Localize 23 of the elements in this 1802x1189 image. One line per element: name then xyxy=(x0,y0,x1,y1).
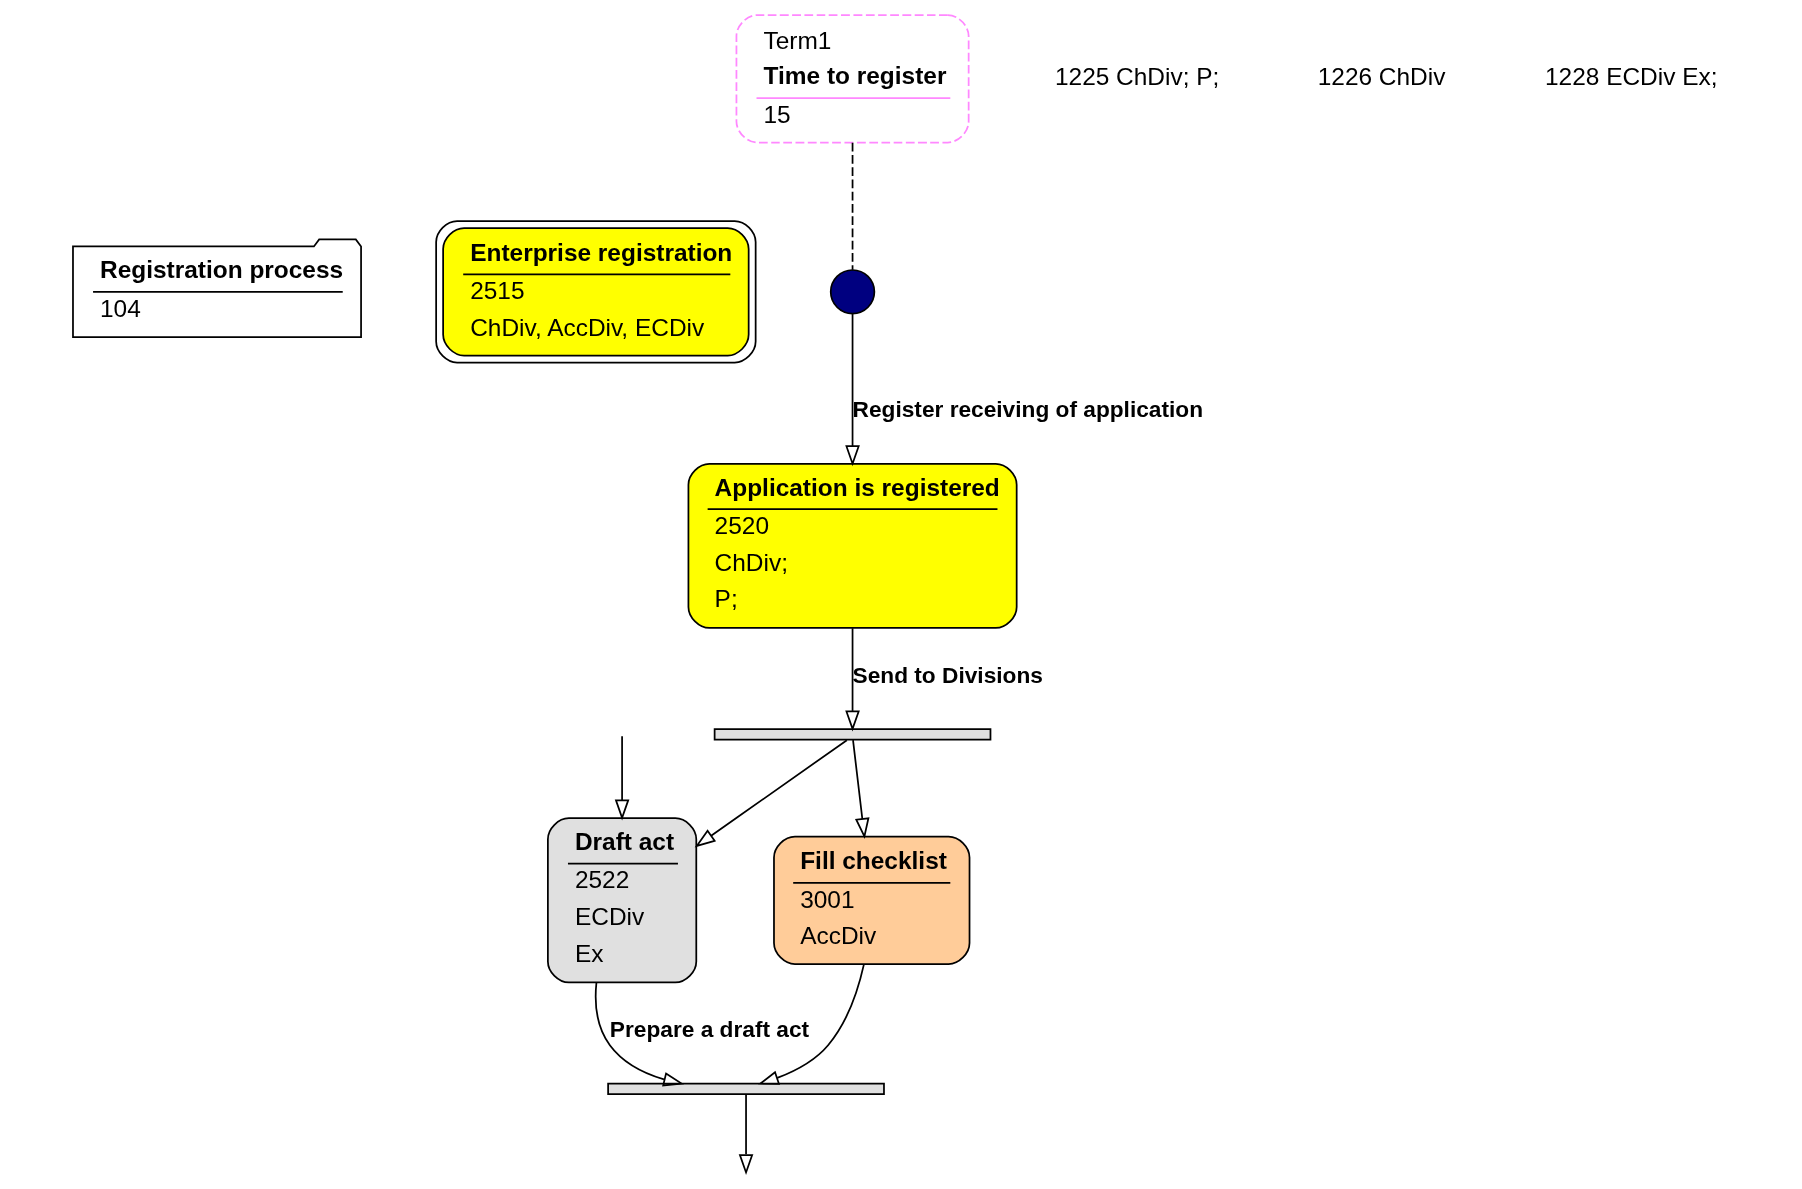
node-box: Enterprise registration 2515 ChDiv, AccDiv, ECDiv xyxy=(435,220,757,364)
arrow xyxy=(694,739,848,848)
arrow xyxy=(845,313,860,467)
connector xyxy=(851,142,854,271)
node-circle xyxy=(829,269,876,315)
node-box: Application is registered 2520 ChDiv; P; xyxy=(687,462,1018,629)
node-box: Fill checklist 3001 AccDiv xyxy=(773,835,971,965)
node-bar xyxy=(713,728,992,741)
edge-label: Send to Divisions xyxy=(852,661,1043,688)
edge-label: Prepare a draft act xyxy=(609,1016,810,1043)
node-box: Draft act 2522 ECDiv Ex xyxy=(547,817,698,984)
label: 1228 ECDiv Ex; xyxy=(1544,63,1718,91)
label: 1225 ChDiv; P; xyxy=(1054,63,1220,91)
node-box: Term1 Time to register 15 xyxy=(735,14,970,144)
arrow xyxy=(852,739,870,839)
arrow xyxy=(614,735,630,821)
label: 1226 ChDiv xyxy=(1317,63,1446,91)
node-bar xyxy=(607,1082,885,1095)
arrow xyxy=(738,1093,754,1176)
arrow xyxy=(845,627,860,732)
arrow xyxy=(594,981,685,1087)
arrow xyxy=(757,963,865,1085)
edge-label: Register receiving of application xyxy=(852,396,1204,423)
